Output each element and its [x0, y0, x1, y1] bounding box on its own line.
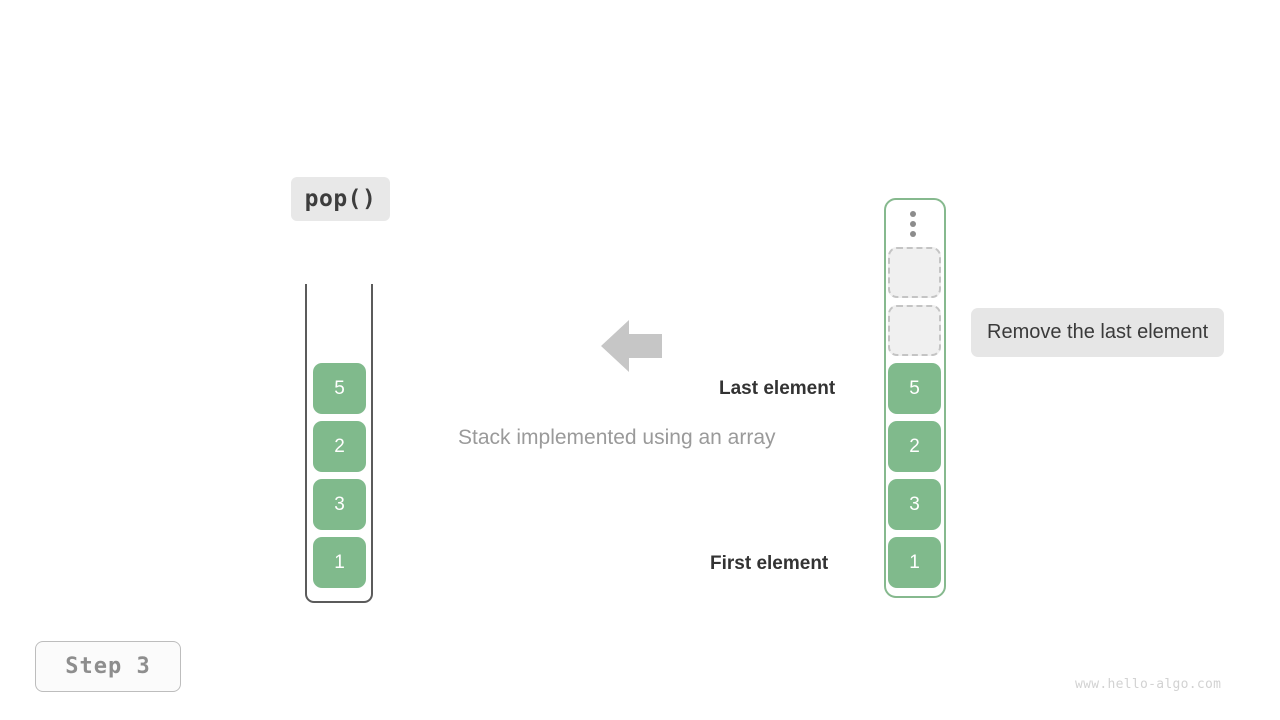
callout-remove-last-element: Remove the last element [971, 308, 1225, 357]
operation-chip-pop: pop() [291, 177, 390, 221]
array-slot: 2 [888, 421, 941, 472]
array-slot: 5 [888, 363, 941, 414]
stack-container [305, 284, 373, 603]
array-slot-list: 5 2 3 1 [888, 247, 942, 588]
stack-cell: 2 [313, 421, 366, 472]
array-slot-empty [888, 247, 941, 298]
stack-cell: 1 [313, 537, 366, 588]
ellipsis-dot [910, 231, 916, 237]
watermark: www.hello-algo.com [1075, 677, 1222, 692]
array-slot: 1 [888, 537, 941, 588]
arrow-left-icon [601, 318, 662, 374]
stack-cell-list: 5 2 3 1 [313, 363, 366, 588]
array-slot-empty [888, 305, 941, 356]
step-badge: Step 3 [35, 641, 181, 692]
ellipsis-dot [910, 221, 916, 227]
label-first-element: First element [710, 553, 829, 574]
stack-cell: 5 [313, 363, 366, 414]
diagram-caption: Stack implemented using an array [458, 426, 776, 449]
stack-cell: 3 [313, 479, 366, 530]
ellipsis-dot [910, 211, 916, 217]
array-slot: 3 [888, 479, 941, 530]
vertical-ellipsis-icon [909, 211, 917, 237]
label-last-element: Last element [719, 378, 836, 399]
